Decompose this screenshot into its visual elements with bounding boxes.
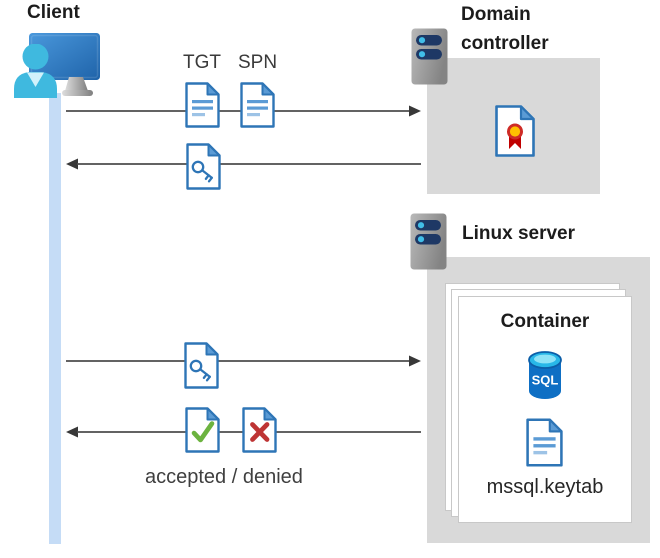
domain-controller-server-icon [411,28,448,85]
sql-database-icon: SQL [528,351,562,399]
spn-label: SPN [238,52,278,73]
accepted-check-document-icon [185,407,220,453]
arrow-client-to-linux [66,355,421,367]
keytab-document-icon [526,418,563,467]
linux-server-title: Linux server [462,223,575,244]
client-title: Client [27,2,80,23]
tgt-document-icon [185,82,220,128]
spn-document-icon [240,82,275,128]
denied-x-document-icon [242,407,277,453]
user-icon [14,44,57,98]
client-lifeline [49,93,61,544]
certificate-icon [495,105,535,157]
session-key-document-icon [186,143,221,190]
client-monitor-icon [29,33,100,96]
accepted-denied-label: accepted / denied [145,466,303,488]
arrow-dc-to-client [66,158,421,170]
service-ticket-key-document-icon [184,342,219,389]
tgt-label: TGT [183,52,221,73]
container-title: Container [500,311,590,332]
sql-label: SQL [532,373,559,388]
arrow-client-to-dc [66,105,421,117]
domain-controller-title: Domain controller [461,4,549,54]
container-card-front [458,296,632,523]
linux-server-server-icon [410,213,447,270]
keytab-filename: mssql.keytab [486,476,604,498]
